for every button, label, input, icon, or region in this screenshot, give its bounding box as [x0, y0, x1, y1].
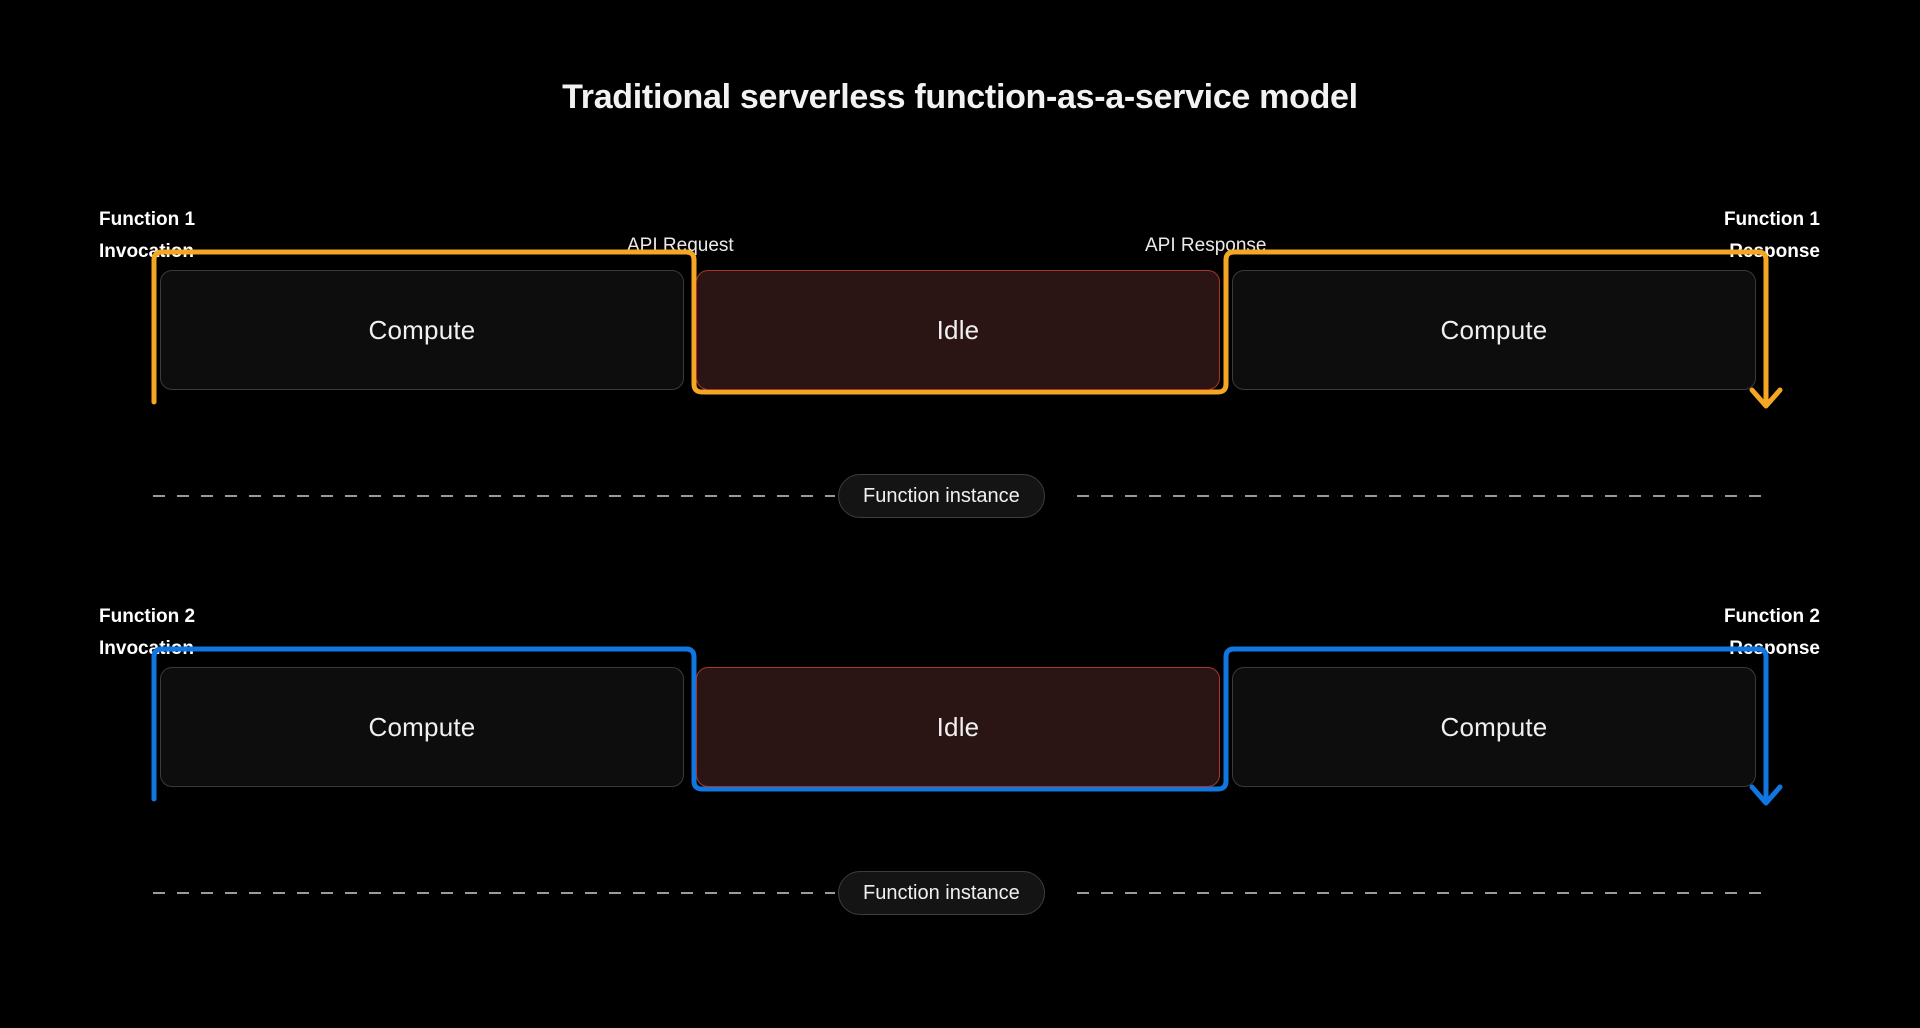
segment-label: Idle [936, 314, 980, 345]
segment-label: Compute [1440, 314, 1548, 345]
segment-gap [684, 270, 696, 390]
segment-compute-2: Compute [1232, 667, 1756, 787]
function-2-segments: Compute Idle Compute [160, 667, 1760, 787]
segment-idle: Idle [696, 667, 1220, 787]
api-request-label: API Request [627, 235, 734, 256]
segment-compute-2: Compute [1232, 270, 1756, 390]
function-instance-badge-1: Function instance [838, 474, 1045, 518]
segment-label: Compute [368, 711, 476, 742]
dashed-line-right [1077, 892, 1761, 894]
function-1-instance-line: Function instance [0, 474, 1920, 518]
segment-label: Compute [1440, 711, 1548, 742]
function-2-invocation-label: Function 2 Invocation [99, 606, 196, 659]
function-1-invocation-label: Function 1 Invocation [99, 209, 196, 262]
segment-label: Idle [936, 711, 980, 742]
function-instance-badge-2: Function instance [838, 871, 1045, 915]
segment-idle: Idle [696, 270, 1220, 390]
function-1-response-label: Function 1 Response [1723, 209, 1820, 262]
api-response-label: API Response [1145, 235, 1267, 256]
function-2-response-label: Function 2 Response [1723, 606, 1820, 659]
segment-compute-1: Compute [160, 667, 684, 787]
segment-gap [1220, 667, 1232, 787]
dashed-line-left [153, 495, 835, 497]
page-title: Traditional serverless function-as-a-ser… [562, 78, 1358, 116]
dashed-line-right [1077, 495, 1761, 497]
segment-gap [1220, 270, 1232, 390]
function-2-instance-line: Function instance [0, 871, 1920, 915]
segment-gap [684, 667, 696, 787]
dashed-line-left [153, 892, 835, 894]
segment-label: Compute [368, 314, 476, 345]
segment-compute-1: Compute [160, 270, 684, 390]
function-1-segments: Compute Idle Compute [160, 270, 1760, 390]
